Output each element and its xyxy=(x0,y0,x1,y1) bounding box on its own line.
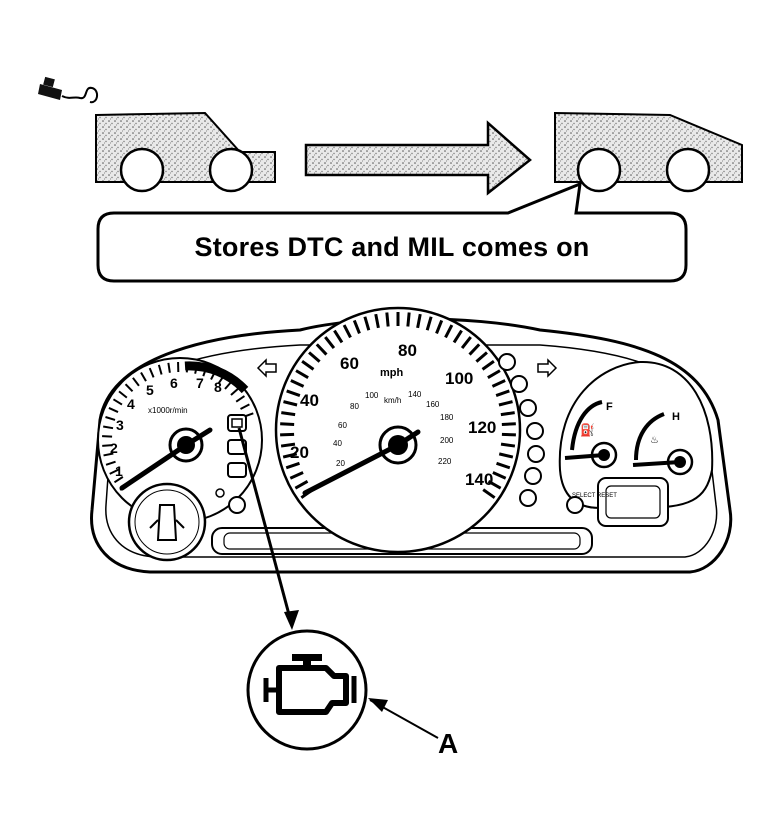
label-a-leader xyxy=(368,698,438,738)
fuel-pump-icon: ⛽ xyxy=(580,423,595,437)
gauge-tick-mark xyxy=(280,424,294,425)
mph-tick-20: 20 xyxy=(290,443,309,462)
label-a: A xyxy=(438,728,458,760)
tach-tick-3: 3 xyxy=(116,417,124,433)
kmh-unit: km/h xyxy=(384,396,401,405)
kmh-tick-200: 200 xyxy=(440,436,454,445)
kmh-tick-180: 180 xyxy=(440,413,454,422)
tach-tick-8: 8 xyxy=(214,379,222,395)
indicator-lamp xyxy=(229,497,245,513)
mph-unit: mph xyxy=(380,367,404,379)
tach-tick-6: 6 xyxy=(170,375,178,391)
kmh-tick-40: 40 xyxy=(333,439,342,448)
kmh-tick-100: 100 xyxy=(365,391,379,400)
kmh-tick-140: 140 xyxy=(408,390,422,399)
gauge-tick-mark xyxy=(387,313,388,327)
tach-tick-2: 2 xyxy=(110,440,118,456)
mil-magnified xyxy=(248,631,366,749)
gauge-tick-mark xyxy=(502,434,516,435)
mph-tick-60: 60 xyxy=(340,354,359,373)
tach-tick-7: 7 xyxy=(196,375,204,391)
gauge-tick-mark xyxy=(502,424,516,425)
kmh-tick-160: 160 xyxy=(426,400,440,409)
mph-tick-140: 140 xyxy=(465,470,493,489)
tach-tick-4: 4 xyxy=(127,396,135,412)
mph-tick-40: 40 xyxy=(300,391,319,410)
kmh-tick-220: 220 xyxy=(438,457,452,466)
right-arrow-icon xyxy=(306,123,530,193)
gauge-tick-mark xyxy=(501,413,515,415)
coolant-temp-icon: ♨ xyxy=(650,435,659,446)
tach-unit: x1000r/min xyxy=(148,406,188,415)
car-after-icon xyxy=(555,113,742,191)
indicator-lamp xyxy=(216,489,224,497)
gauge-tick-mark xyxy=(501,444,515,446)
door-indicator xyxy=(129,484,205,560)
select-reset-button xyxy=(567,497,583,513)
fuel-full-label: F xyxy=(606,401,613,413)
speedometer: 20 40 60 80 100 120 140 mph 20 40 60 80 … xyxy=(276,308,520,552)
mph-tick-120: 120 xyxy=(468,418,496,437)
gauge-tick-mark xyxy=(280,434,294,435)
temp-hot-label: H xyxy=(672,411,680,423)
car-before-icon xyxy=(96,113,275,191)
mph-tick-80: 80 xyxy=(398,341,417,360)
mph-tick-100: 100 xyxy=(445,369,473,388)
kmh-tick-20: 20 xyxy=(336,459,345,468)
gauge-tick-mark xyxy=(187,362,188,372)
gas-cap-icon xyxy=(38,77,97,102)
tach-tick-5: 5 xyxy=(146,382,154,398)
callout-box xyxy=(98,184,686,281)
gauge-tick-mark xyxy=(408,313,409,327)
kmh-tick-60: 60 xyxy=(338,421,347,430)
tach-tick-1: 1 xyxy=(115,463,123,479)
gauge-tick-mark xyxy=(281,413,295,415)
kmh-tick-80: 80 xyxy=(350,402,359,411)
